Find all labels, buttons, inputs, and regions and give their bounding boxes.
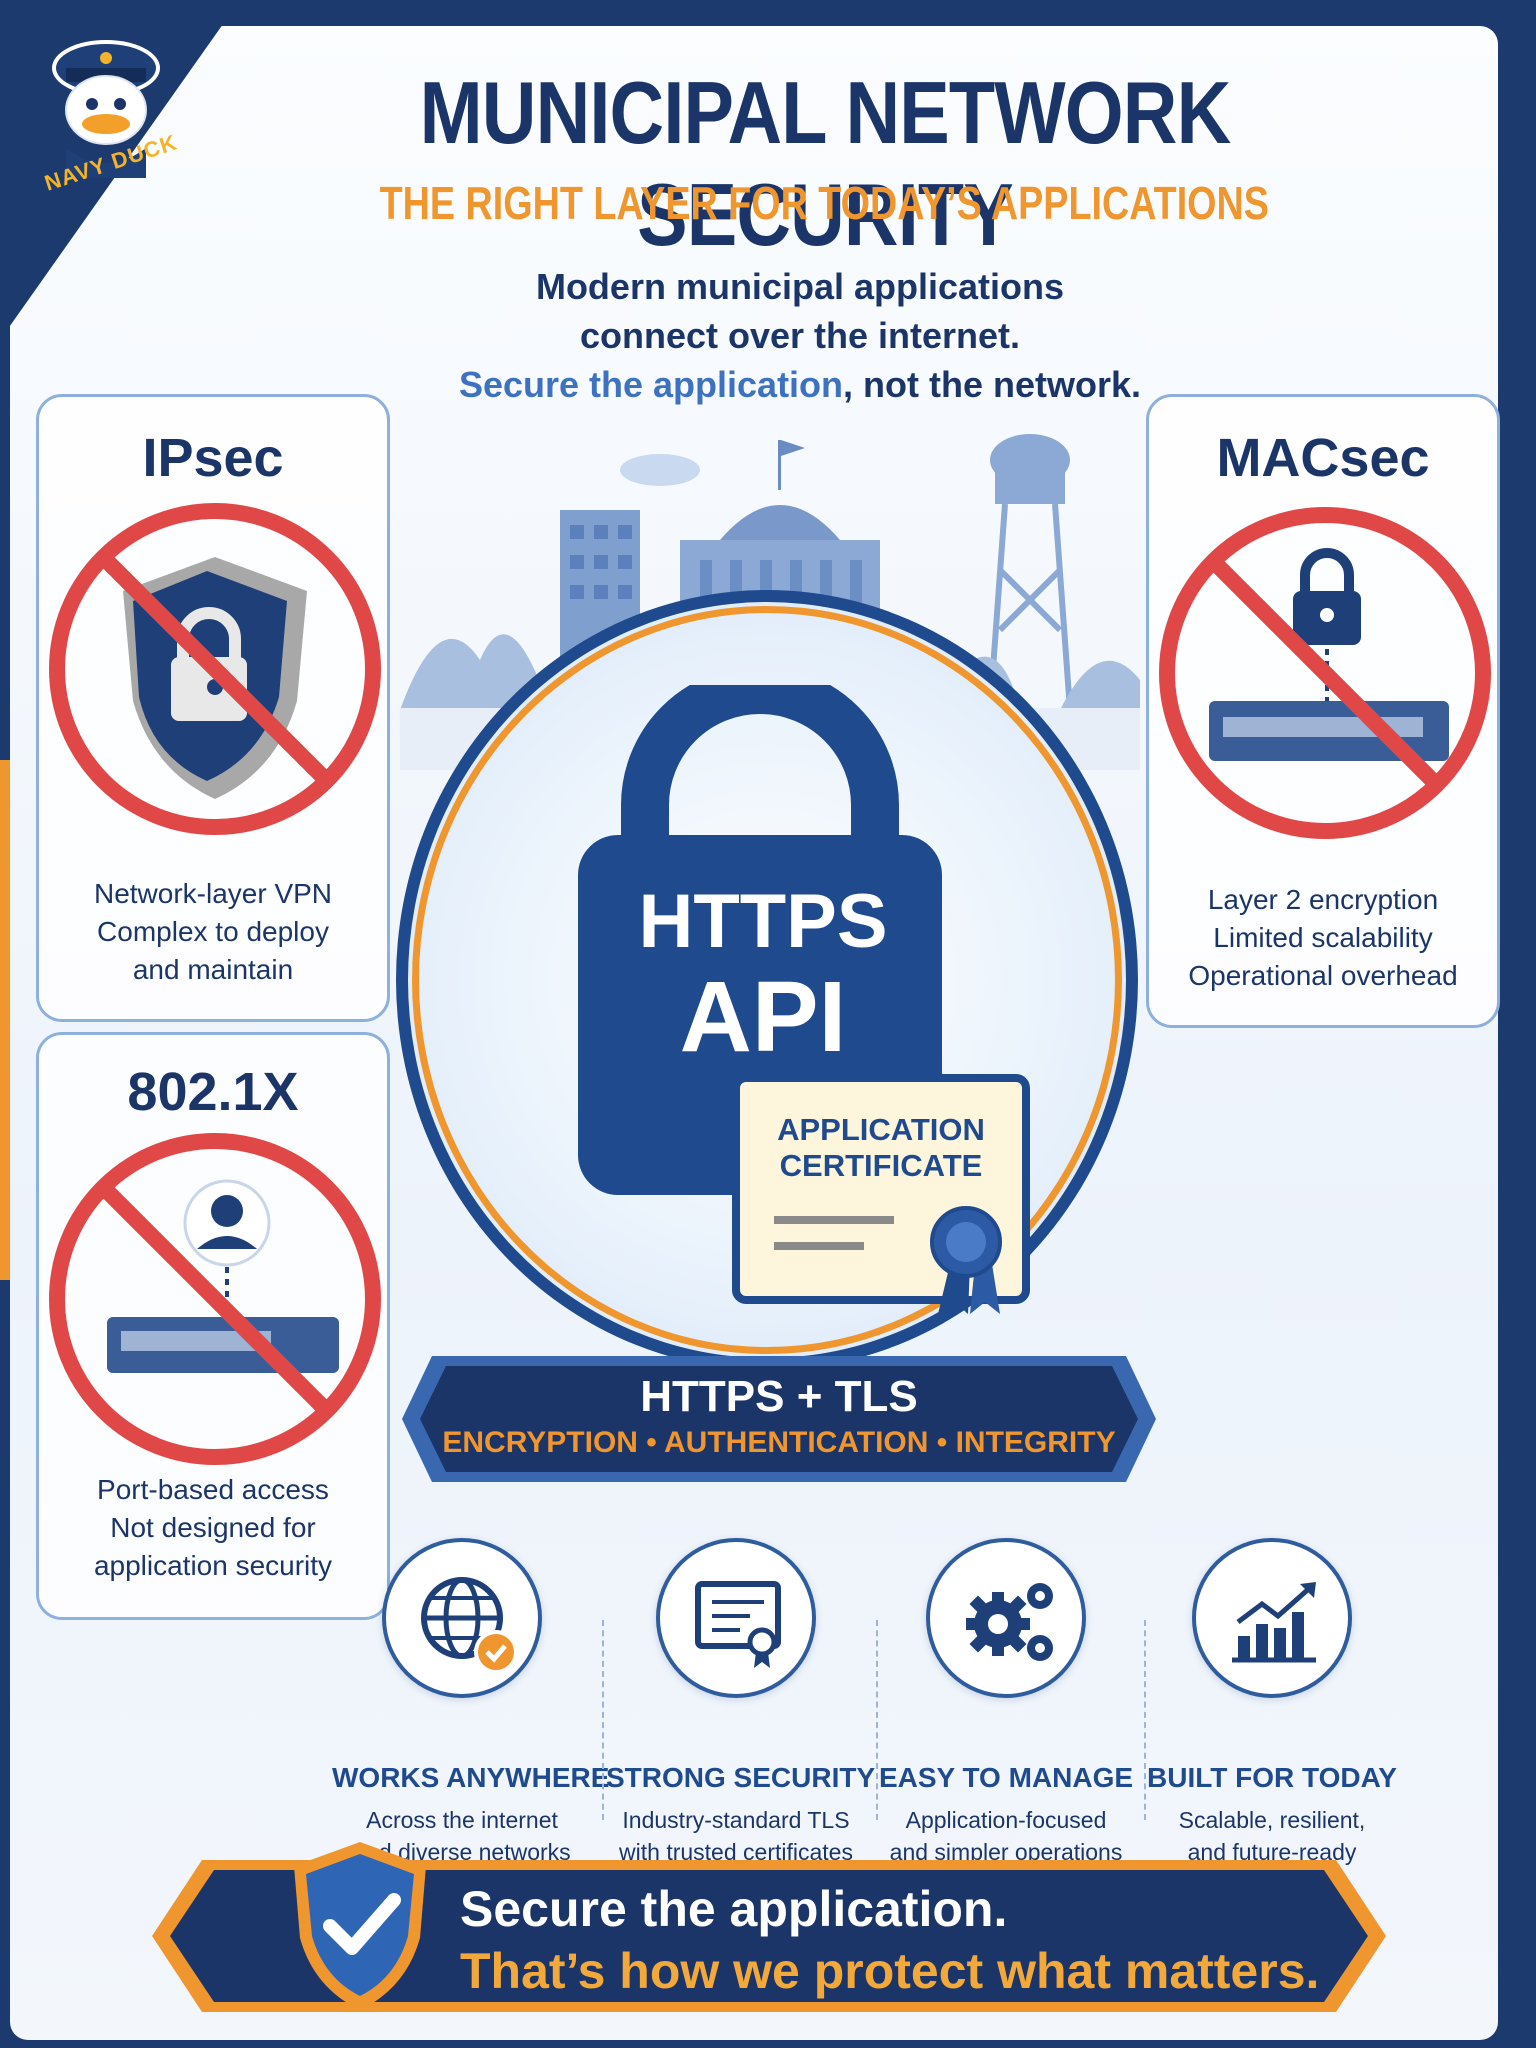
card-8021x: 802.1X Port-based access Not designed fo… bbox=[36, 1032, 390, 1620]
feature-title: EASY TO MANAGE bbox=[878, 1762, 1134, 1793]
feature-icon-circle bbox=[382, 1538, 542, 1698]
card-macsec-line-3: Operational overhead bbox=[1188, 960, 1458, 991]
globe-check-icon bbox=[421, 1577, 518, 1674]
feature-desc-line-1: Across the internet bbox=[366, 1807, 558, 1833]
banner-title: HTTPS + TLS bbox=[640, 1372, 918, 1421]
feature-strong-security: STRONG SECURITY Industry-standard TLS wi… bbox=[606, 1538, 876, 1868]
banner-subtitle: ENCRYPTION • AUTHENTICATION • INTEGRITY bbox=[442, 1426, 1116, 1459]
footer-line-2: That’s how we protect what matters. bbox=[460, 1943, 1320, 1999]
feature-title: BUILT FOR TODAY bbox=[1147, 1762, 1397, 1793]
feature-works-anywhere: WORKS ANYWHERE Across the internet and d… bbox=[332, 1538, 610, 1868]
application-certificate: APPLICATION CERTIFICATE bbox=[732, 1074, 1030, 1314]
shield-check-icon bbox=[294, 1842, 426, 2010]
navy-duck-logo bbox=[52, 40, 160, 178]
page-title: MUNICIPAL NETWORK SECURITY bbox=[419, 63, 1232, 264]
edge-accent bbox=[0, 760, 10, 1280]
intro-line-1: Modern municipal applications bbox=[535, 266, 1065, 307]
card-ipsec: IPsec Network-layer VPN Complex to deplo… bbox=[36, 394, 390, 1022]
certificate-title-line-2: CERTIFICATE bbox=[779, 1148, 983, 1183]
intro-line-2: connect over the internet. bbox=[579, 315, 1021, 356]
card-macsec-title: MACsec bbox=[1216, 428, 1430, 488]
feature-title: WORKS ANYWHERE bbox=[332, 1762, 610, 1793]
footer-banner bbox=[152, 1860, 1386, 2012]
feature-divider bbox=[1144, 1620, 1146, 1820]
banner-background bbox=[402, 1356, 1156, 1482]
intro-text: Modern municipal applications connect ov… bbox=[330, 262, 1270, 409]
intro-line-3-rest: , not the network. bbox=[843, 364, 1142, 405]
footer-banner-background bbox=[152, 1860, 1386, 2012]
lock-label-api: API bbox=[679, 961, 847, 1073]
user-switch-icon bbox=[49, 1133, 381, 1465]
card-8021x-line-2: Not designed for bbox=[110, 1512, 316, 1543]
feature-easy-to-manage: EASY TO MANAGE Application-focused and s… bbox=[876, 1538, 1136, 1868]
feature-title: STRONG SECURITY bbox=[606, 1762, 876, 1793]
card-macsec-line-1: Layer 2 encryption bbox=[1207, 884, 1439, 915]
certificate-title-line-1: APPLICATION bbox=[777, 1112, 985, 1147]
card-ipsec-title: IPsec bbox=[142, 428, 284, 488]
certificate-title: APPLICATION CERTIFICATE bbox=[740, 1112, 1022, 1184]
feature-desc-line-1: Scalable, resilient, bbox=[1178, 1807, 1366, 1833]
card-ipsec-line-3: and maintain bbox=[132, 954, 294, 985]
lock-label-https: HTTPS bbox=[638, 879, 888, 964]
card-8021x-title: 802.1X bbox=[127, 1062, 299, 1122]
feature-divider bbox=[876, 1620, 878, 1820]
footer-line-1: Secure the application. bbox=[460, 1881, 1008, 1937]
feature-divider bbox=[602, 1620, 604, 1820]
feature-built-for-today: BUILT FOR TODAY Scalable, resilient, and… bbox=[1142, 1538, 1402, 1868]
gears-icon bbox=[966, 1583, 1053, 1661]
certificate-icon bbox=[695, 1581, 781, 1668]
card-ipsec-line-2: Complex to deploy bbox=[97, 916, 329, 947]
subtitle-row: THE RIGHT LAYER FOR TODAY’S APPLICATIONS bbox=[284, 177, 1364, 229]
card-8021x-line-3: application security bbox=[93, 1550, 333, 1581]
feature-desc-line-1: Application-focused bbox=[905, 1807, 1107, 1833]
certificate-ribbon-icon bbox=[774, 1206, 1002, 1314]
center-ring-accent bbox=[412, 606, 1122, 1354]
feature-icon-circle bbox=[656, 1538, 816, 1698]
https-tls-banner: HTTPS + TLS ENCRYPTION • AUTHENTICATION … bbox=[402, 1356, 1156, 1482]
intro-highlight: Secure the application bbox=[458, 364, 844, 405]
feature-icon-circle bbox=[1192, 1538, 1352, 1698]
feature-icon-circle bbox=[926, 1538, 1086, 1698]
page-subtitle: THE RIGHT LAYER FOR TODAY’S APPLICATIONS bbox=[379, 177, 1269, 229]
growth-chart-icon bbox=[1232, 1582, 1316, 1663]
card-macsec: MACsec Layer 2 encryption Limited scalab… bbox=[1146, 394, 1500, 1028]
shield-lock-icon bbox=[49, 503, 381, 835]
card-ipsec-line-1: Network-layer VPN bbox=[93, 878, 333, 909]
card-8021x-line-1: Port-based access bbox=[97, 1474, 329, 1505]
intro-line-3: Secure the application, not the network. bbox=[330, 360, 1270, 409]
lock-switch-icon bbox=[1159, 507, 1491, 839]
card-macsec-line-2: Limited scalability bbox=[1213, 922, 1433, 953]
feature-desc-line-1: Industry-standard TLS bbox=[622, 1807, 850, 1833]
